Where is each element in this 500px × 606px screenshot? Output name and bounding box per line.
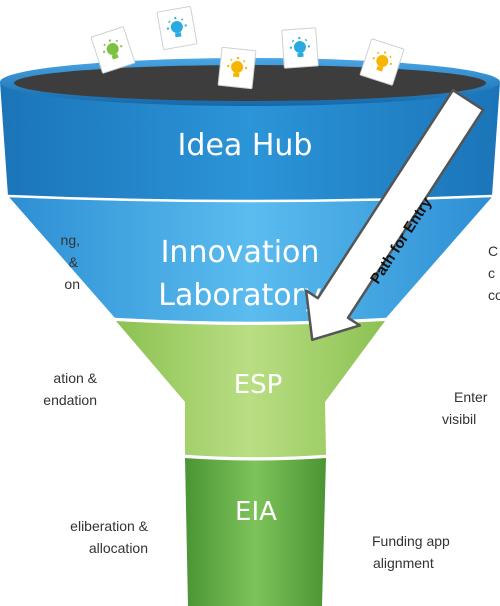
path-for-entry-arrow [304, 88, 485, 342]
right-note-3: Funding app alignment [372, 530, 450, 574]
lightbulb-icon [166, 16, 187, 38]
tier-label-innovation: Innovation [161, 235, 320, 270]
note-line: alignment [373, 555, 434, 571]
left-note-3: eliberation & allocation [70, 515, 148, 559]
note-line: endation [43, 392, 97, 408]
note-line: visibil [442, 411, 477, 427]
idea-card [281, 27, 319, 69]
left-note-2: ation & endation [43, 367, 97, 411]
note-line: co [488, 287, 500, 303]
tier-label-eia: EIA [235, 497, 277, 527]
note-line: ation & [53, 370, 97, 386]
tier-label-idea-hub: Idea Hub [178, 128, 313, 163]
lightbulb-icon [372, 51, 393, 72]
note-line: eliberation & [70, 518, 148, 534]
lightbulb-icon [102, 39, 123, 60]
idea-cards [90, 5, 405, 90]
left-note-1: ng, & on [61, 229, 80, 295]
idea-card [156, 5, 198, 51]
idea-card [359, 38, 405, 86]
tier-label-esp: ESP [234, 370, 283, 400]
note-line: C [488, 243, 499, 259]
lightbulb-icon [289, 36, 310, 58]
idea-card [90, 26, 136, 74]
note-line: & [68, 254, 78, 270]
note-line: Funding app [372, 533, 450, 549]
tier-idea-hub-shape [0, 82, 500, 201]
separator-line [184, 454, 327, 460]
right-note-1: C c co [488, 240, 500, 306]
tier-eia-shape [185, 458, 326, 606]
note-line: ng, [60, 232, 80, 248]
note-line: Enter [454, 389, 488, 405]
right-note-2: Enter visibil [442, 386, 488, 430]
idea-card [217, 46, 257, 90]
tier-label-laboratory: Laboratory [158, 278, 321, 313]
note-line: on [64, 276, 80, 292]
lightbulb-icon [227, 56, 248, 78]
tier-esp-shape [116, 321, 385, 458]
note-line: allocation [88, 540, 148, 556]
note-line: c [488, 265, 495, 281]
